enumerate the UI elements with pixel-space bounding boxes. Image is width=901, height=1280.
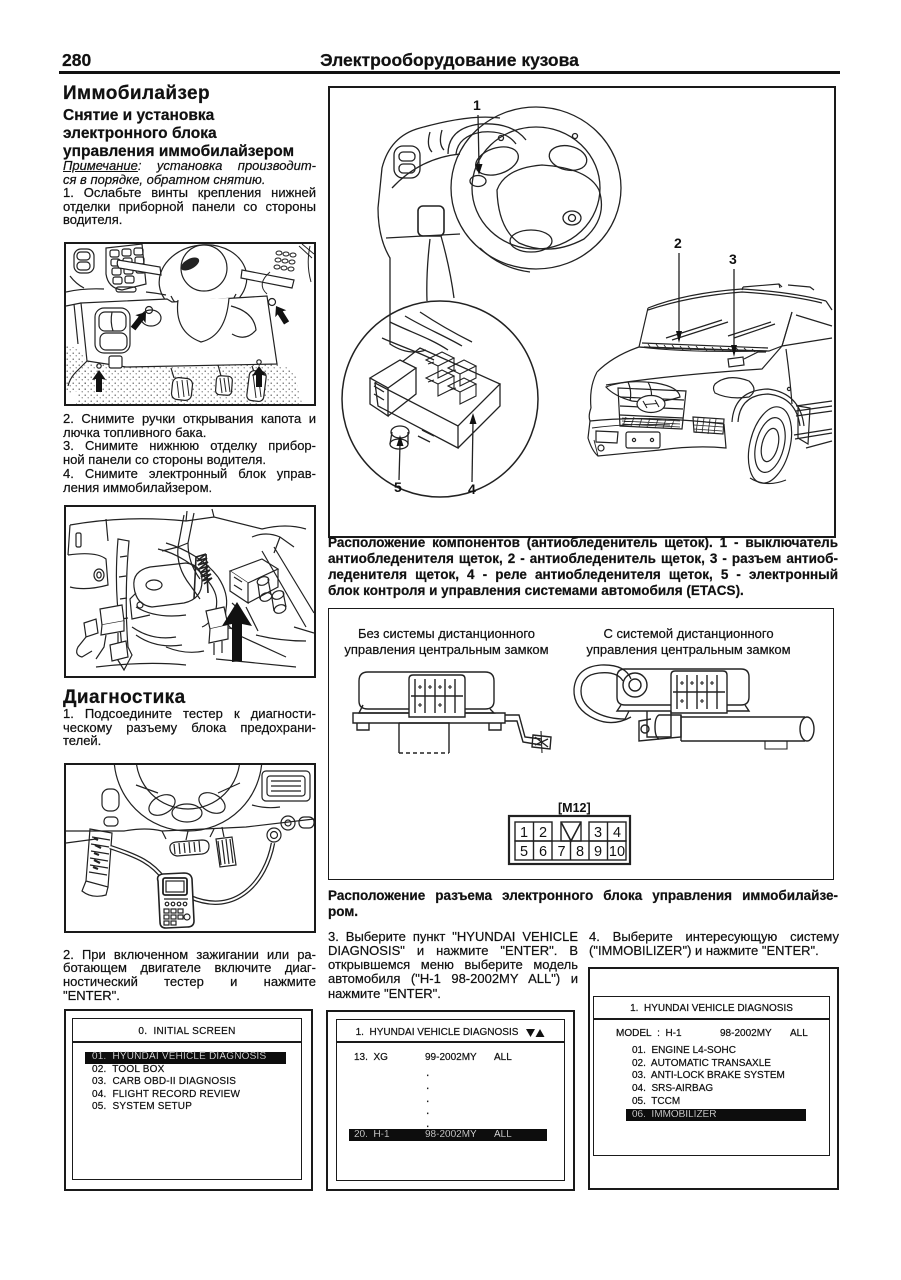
svg-text:2: 2: [674, 235, 682, 251]
svg-text:5: 5: [394, 479, 402, 495]
svg-text:7: 7: [557, 844, 565, 860]
svg-text:4: 4: [468, 481, 476, 497]
svg-text:3: 3: [594, 825, 602, 841]
svg-text:3: 3: [729, 251, 737, 267]
svg-text:5: 5: [520, 844, 528, 860]
svg-text:10: 10: [609, 844, 625, 860]
svg-text:6: 6: [539, 844, 547, 860]
svg-text:2: 2: [539, 825, 547, 841]
svg-text:8: 8: [576, 844, 584, 860]
svg-text:1: 1: [520, 825, 528, 841]
svg-text:[M12]: [M12]: [558, 801, 591, 815]
svg-text:4: 4: [613, 825, 621, 841]
svg-text:1: 1: [473, 97, 481, 113]
svg-text:9: 9: [594, 844, 602, 860]
